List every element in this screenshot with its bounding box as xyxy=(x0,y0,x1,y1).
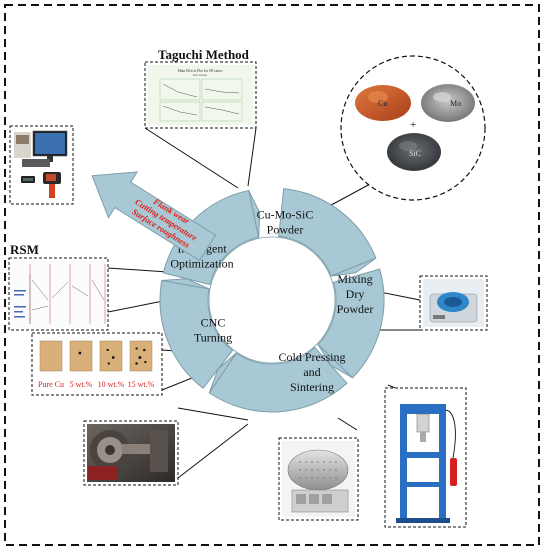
connector-lines xyxy=(107,127,421,479)
cycle-label-pressing-line: Sintering xyxy=(290,380,334,394)
cycle-label-powder-line: Cu-Mo-SiC xyxy=(257,208,314,222)
sample-tile xyxy=(99,340,123,372)
copper-powder-icon xyxy=(355,85,411,121)
cycle-arrowhead xyxy=(208,352,237,394)
hydraulic-press-photo xyxy=(384,387,467,528)
sample-particle xyxy=(144,361,147,363)
furnace-photo xyxy=(278,437,359,521)
cycle-arrowhead xyxy=(331,257,377,277)
cycle-arrowhead xyxy=(161,278,210,290)
powder-circle: Cu Mo + SiC xyxy=(340,55,486,201)
sample-particle xyxy=(107,362,110,365)
lathe-photo xyxy=(83,420,179,486)
cycle-label-mixing-line: Dry xyxy=(346,287,365,301)
sample-particle xyxy=(138,356,142,359)
cycle-label-pressing-line: and xyxy=(303,365,320,379)
taguchi-plot-title: Main Effects Plot for SN ratios xyxy=(178,69,223,73)
sample-particle xyxy=(135,362,138,365)
cycle-label-mixing-line: Mixing xyxy=(337,272,372,286)
sample-particle xyxy=(143,348,146,352)
taguchi-title: Taguchi Method xyxy=(158,47,250,62)
rsm-title: RSM xyxy=(10,242,39,257)
mo-label: Mo xyxy=(450,99,461,108)
sample-particle xyxy=(78,351,82,355)
sample-particle xyxy=(112,356,115,359)
cycle-label-pressing-line: Cold Pressing xyxy=(278,350,345,364)
sample-particle xyxy=(135,347,138,350)
cycle-label-powder-line: Powder xyxy=(267,223,304,237)
cycle-label-cnc-line: Turning xyxy=(194,331,232,345)
cycle-arrowhead xyxy=(317,344,353,379)
outer-frame xyxy=(4,4,540,546)
sample-particle xyxy=(106,349,109,351)
camera-icon xyxy=(21,176,35,183)
cycle-label-mixing-line: Powder xyxy=(337,302,374,316)
cycle-label-cnc-line: CNC xyxy=(201,316,226,330)
cycle-arrowhead xyxy=(248,190,261,238)
cycle-center xyxy=(208,236,336,364)
rsm-plot-panel xyxy=(8,257,109,331)
cu-label: Cu xyxy=(378,99,387,108)
sample-label: 10 wt.% xyxy=(98,380,125,389)
output-arrow-shape xyxy=(91,171,217,262)
sample-label: 15 wt.% xyxy=(128,380,155,389)
cycle-label-optimization-line: Optimization xyxy=(170,257,233,271)
sample-label: 5 wt.% xyxy=(70,380,93,389)
plus-sign: + xyxy=(410,119,416,131)
mo-powder-icon xyxy=(421,84,475,122)
taguchi-plot-panel: Main Effects Plot for SN ratios Data Mea… xyxy=(144,61,257,129)
ball-mill-photo xyxy=(419,275,488,331)
thermal-camera-icon xyxy=(43,172,61,198)
sic-powder-icon xyxy=(387,133,441,171)
sic-label: SiC xyxy=(409,149,421,158)
measurement-photo-panel xyxy=(9,125,74,205)
sample-tile xyxy=(69,340,93,372)
sample-label: Pure Cu xyxy=(38,380,64,389)
sample-tile xyxy=(39,340,63,372)
samples-panel: Pure Cu 5 wt.% 10 wt.%15 wt.% xyxy=(31,332,163,396)
taguchi-plot-subtitle: Data Means xyxy=(193,73,208,77)
sample-tile xyxy=(129,340,153,372)
